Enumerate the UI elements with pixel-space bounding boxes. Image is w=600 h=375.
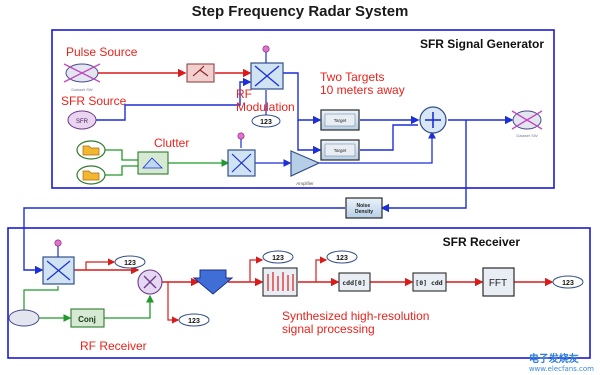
two-targets-line1: Two Targets (320, 70, 384, 84)
switch-block[interactable] (186, 63, 215, 83)
rx-sink-1[interactable]: 123 (114, 255, 146, 269)
rx-multiplier-block[interactable] (137, 269, 163, 295)
clutter-mixer-block[interactable] (227, 132, 256, 177)
pulse-source-label: Pulse Source (66, 45, 138, 59)
rx-filterbank-block[interactable] (262, 267, 298, 297)
rx-pack-block[interactable]: cdd[0] (338, 272, 371, 292)
conj-label: Conj (78, 315, 96, 324)
wire-rx-conj (104, 294, 154, 319)
synthesized-line2: signal processing (282, 322, 375, 336)
rx-mixer-block[interactable] (42, 239, 75, 285)
conj-block[interactable]: Conj (70, 308, 105, 328)
receiver-panel (7, 227, 591, 359)
rx-sink-fft[interactable]: 123 (552, 275, 584, 289)
rf-receiver-label: RF Receiver (80, 339, 147, 353)
receiver-panel-title: SFR Receiver (443, 235, 521, 249)
wire-noise-receiver (23, 207, 345, 275)
wire-sfr (96, 77, 252, 121)
wire-clutter-b (104, 165, 138, 176)
rf-sink-label: 123 (260, 119, 272, 126)
wire-rx-sink2 (167, 282, 180, 324)
rx-sink-4-label: 123 (336, 255, 348, 262)
dataset-out-block[interactable] (511, 110, 543, 130)
clutter-filter-block[interactable] (137, 151, 169, 175)
two-targets-label: Two Targets 10 meters away (320, 70, 405, 97)
rx-sink-2[interactable]: 123 (178, 313, 210, 327)
clutter-folder-2[interactable] (76, 165, 106, 185)
wire-rx-bank-sink2 (315, 256, 328, 282)
wire-rx-lo-mixer (23, 286, 59, 318)
clutter-folder-1[interactable] (76, 140, 106, 160)
target-2-block[interactable]: Target (320, 139, 360, 161)
rf-modulation-line2: Modulation (236, 100, 295, 114)
synthesized-line1: Synthesized high-resolution (282, 309, 429, 323)
wire-rx-sink1 (85, 258, 116, 270)
two-targets-line2: 10 meters away (320, 83, 405, 97)
wire-split-target2 (297, 120, 322, 155)
target-1-label: Target (334, 118, 347, 123)
rx-sink-2-label: 123 (188, 318, 200, 325)
watermark-sub: www.elecfans.com (528, 365, 594, 373)
watermark-logo: 电子发烧友 www.elecfans.com (529, 350, 594, 373)
amplifier-caption: Amplifier (296, 181, 314, 186)
rf-mixer-block[interactable] (250, 45, 284, 90)
pulse-source-caption: Dataset SW (71, 87, 93, 92)
amplifier-block[interactable] (290, 150, 321, 177)
generator-panel-title: SFR Signal Generator (420, 37, 544, 51)
noise-density-line2: Density (355, 209, 373, 215)
noise-density-block[interactable] (345, 197, 383, 219)
wire-rx-bank-sink (249, 256, 264, 282)
adder-block[interactable] (419, 106, 447, 134)
rx-sink-3[interactable]: 123 (262, 250, 294, 264)
target-1-block[interactable]: Target (320, 109, 360, 131)
wire-adder-down (380, 120, 467, 213)
rx-lo-source[interactable] (8, 309, 40, 327)
rf-modulation-label: RF Modulation (236, 87, 295, 114)
fft-label: FFT (489, 278, 507, 289)
watermark-main: 电子发烧友 (528, 354, 579, 365)
noise-density-line1: Noise (356, 203, 370, 209)
fft-block[interactable]: FFT (482, 267, 515, 297)
rx-sink-fft-label: 123 (562, 280, 574, 287)
rx-unpack-block[interactable]: [0] cdd (412, 272, 447, 292)
rx-downsample-block[interactable] (192, 269, 234, 295)
pulse-source-block[interactable] (63, 63, 101, 83)
rf-modulation-line1: RF (236, 87, 252, 101)
page-title: Step Frequency Radar System (191, 3, 409, 20)
target-2-label: Target (334, 148, 347, 153)
rx-sink-3-label: 123 (272, 255, 284, 262)
wire-clutter-a (104, 149, 138, 161)
clutter-label: Clutter (154, 136, 189, 150)
synthesized-label: Synthesized high-resolution signal proce… (282, 309, 433, 336)
sfr-source-block[interactable]: SFR (67, 110, 97, 130)
noise-density-label: Noise Density (355, 203, 373, 215)
rf-sink-block[interactable]: 123 (251, 114, 281, 128)
rx-unpack-label: [0] cdd (415, 279, 442, 287)
wire-target2-adder (360, 124, 418, 151)
dataset-out-caption: Dataset SW (516, 133, 538, 138)
rx-sink-4[interactable]: 123 (326, 250, 358, 264)
sfr-source-label: SFR (76, 119, 89, 125)
sfr-source-annotation: SFR Source (61, 94, 127, 108)
wire-mixer-out (283, 72, 322, 125)
rx-pack-label: cdd[0] (342, 279, 365, 287)
wire-amp-adder (318, 130, 436, 164)
generator-panel (51, 29, 555, 189)
rx-sink-1-label: 123 (124, 260, 136, 267)
